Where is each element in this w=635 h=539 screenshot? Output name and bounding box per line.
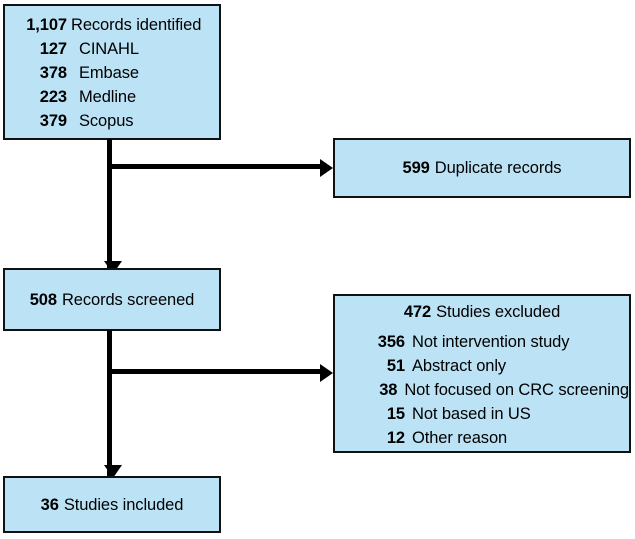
exclusion-count-other-reason: 12 xyxy=(386,429,405,447)
records-screened-label: Records screened xyxy=(61,290,195,309)
studies-included-row: 36 Studies included xyxy=(41,494,184,516)
exclusion-label-other-reason: Other reason xyxy=(412,429,508,447)
arrow-right-icon-excluded xyxy=(320,364,333,382)
records-identified-header: 1,107 Records identified xyxy=(5,13,219,37)
source-count-embase: 378 xyxy=(39,63,67,82)
source-row-medline: 223 Medline xyxy=(5,85,219,109)
duplicate-records-row: 599 Duplicate records xyxy=(403,157,562,179)
source-count-cinahl: 127 xyxy=(39,39,67,58)
connector-identified-spine xyxy=(107,139,112,274)
arrow-down-icon-included xyxy=(104,465,122,478)
source-label-scopus: Scopus xyxy=(79,111,134,130)
records-screened-count: 508 xyxy=(29,290,57,309)
exclusion-label-abstract-only: Abstract only xyxy=(412,357,507,375)
source-count-medline: 223 xyxy=(39,87,67,106)
exclusion-row-not-focused-crc: 38 Not focused on CRC screening xyxy=(335,378,629,402)
box-studies-included: 36 Studies included xyxy=(3,476,221,533)
records-identified-label: Records identified xyxy=(71,15,202,34)
exclusion-row-abstract-only: 51 Abstract only xyxy=(335,354,629,378)
exclusion-row-not-based-us: 15 Not based in US xyxy=(335,402,629,426)
studies-excluded-header: 472 Studies excluded xyxy=(335,297,629,327)
duplicate-records-count: 599 xyxy=(402,159,430,177)
records-screened-row: 508 Records screened xyxy=(30,289,195,311)
exclusion-row-not-intervention: 356 Not intervention study xyxy=(335,330,629,354)
source-label-embase: Embase xyxy=(79,63,139,82)
connector-screened-spine xyxy=(107,330,112,476)
source-row-embase: 378 Embase xyxy=(5,61,219,85)
connector-screened-to-excluded xyxy=(107,369,323,374)
exclusion-label-not-focused-crc: Not focused on CRC screening xyxy=(404,381,629,399)
arrow-right-icon-duplicates xyxy=(320,159,333,177)
source-label-medline: Medline xyxy=(79,87,137,106)
exclusion-count-abstract-only: 51 xyxy=(386,357,405,375)
records-identified-count: 1,107 xyxy=(26,15,67,34)
box-records-screened: 508 Records screened xyxy=(3,268,221,331)
exclusion-row-other-reason: 12 Other reason xyxy=(335,426,629,450)
source-row-scopus: 379 Scopus xyxy=(5,109,219,133)
source-label-cinahl: CINAHL xyxy=(79,39,139,58)
exclusion-count-not-intervention: 356 xyxy=(377,333,405,351)
duplicate-records-label: Duplicate records xyxy=(434,159,562,177)
exclusion-label-not-based-us: Not based in US xyxy=(412,405,531,423)
source-row-cinahl: 127 CINAHL xyxy=(5,37,219,61)
exclusion-count-not-focused-crc: 38 xyxy=(379,381,398,399)
box-duplicate-records: 599 Duplicate records xyxy=(333,138,631,198)
box-records-identified: 1,107 Records identified 127 CINAHL 378 … xyxy=(3,4,221,140)
box-studies-excluded: 472 Studies excluded 356 Not interventio… xyxy=(333,294,631,453)
studies-excluded-count: 472 xyxy=(403,303,432,321)
connector-identified-to-duplicates xyxy=(107,164,323,169)
studies-included-label: Studies included xyxy=(63,495,184,514)
studies-included-count: 36 xyxy=(40,495,59,514)
exclusion-label-not-intervention: Not intervention study xyxy=(412,333,570,351)
source-count-scopus: 379 xyxy=(39,111,67,130)
exclusion-count-not-based-us: 15 xyxy=(386,405,405,423)
studies-excluded-label: Studies excluded xyxy=(436,303,561,321)
